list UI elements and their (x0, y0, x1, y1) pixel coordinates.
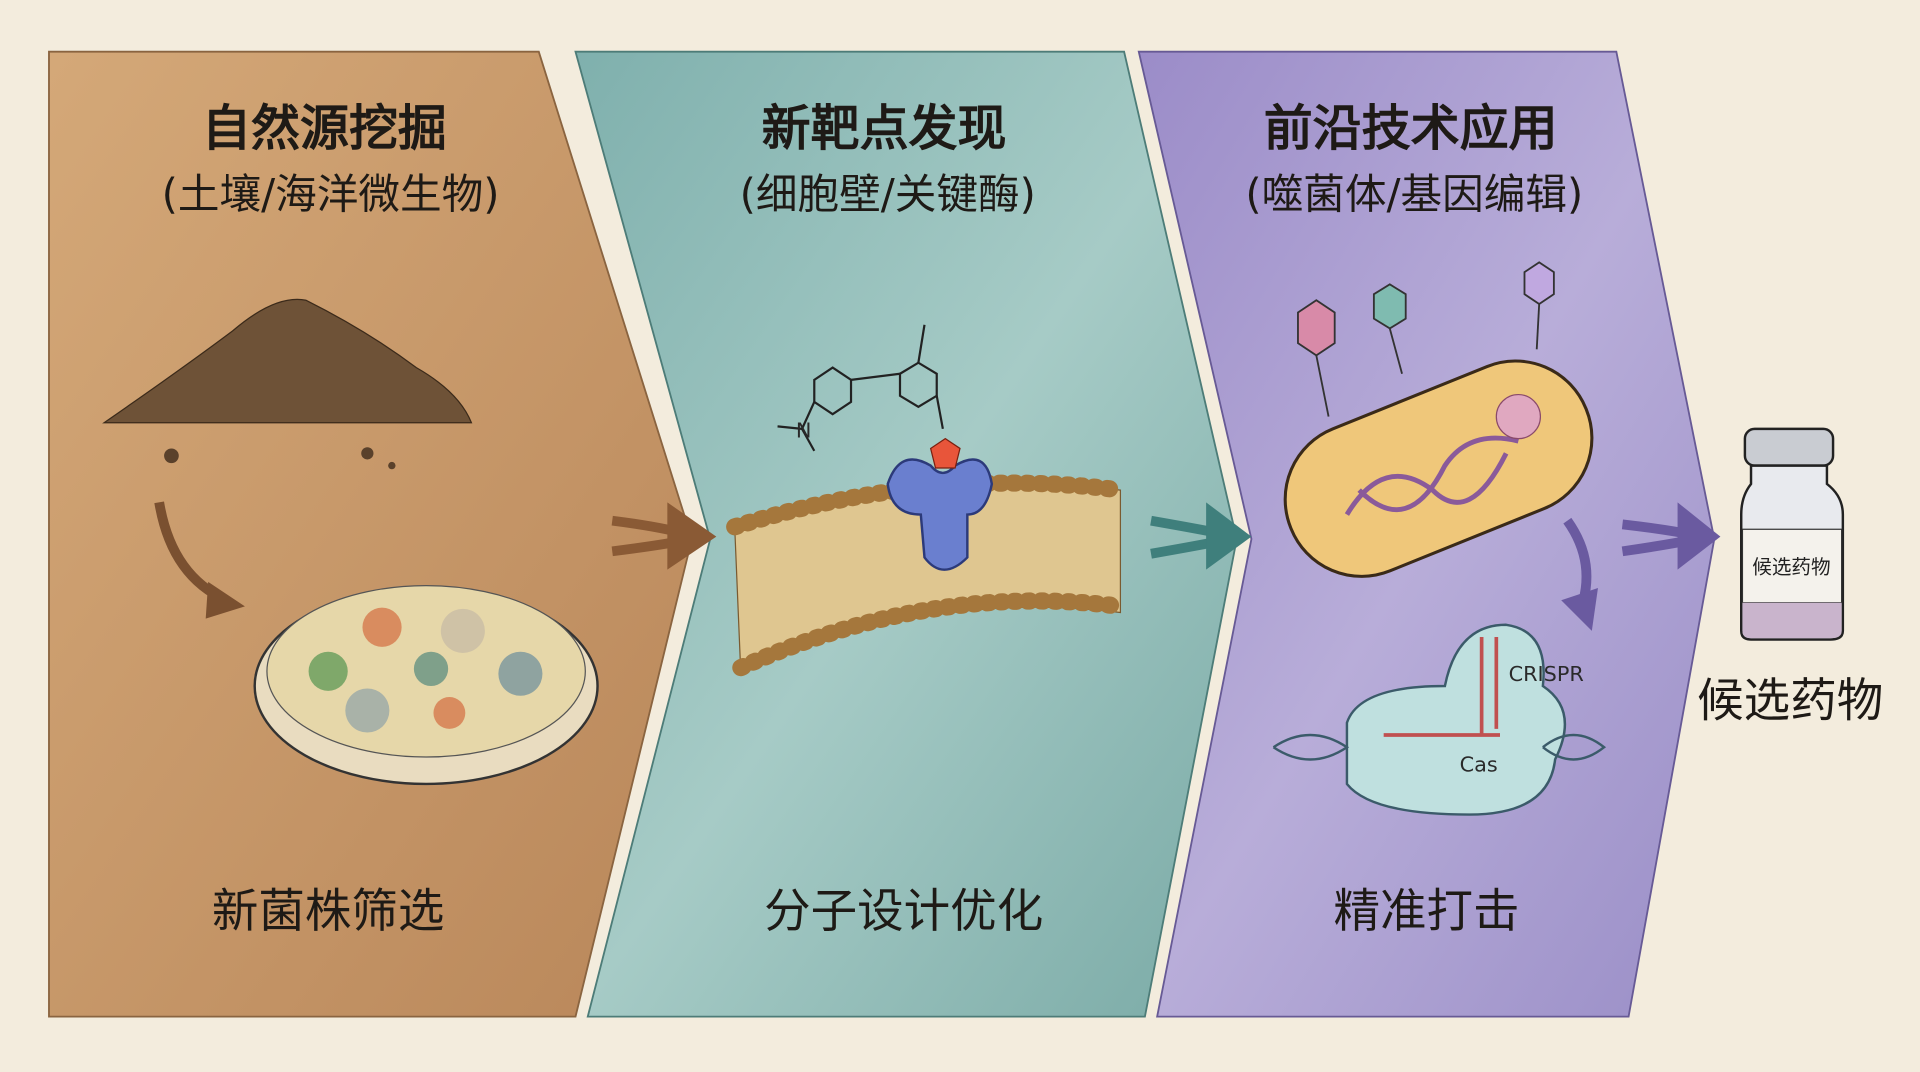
panel-3-subtitle: (噬菌体/基因编辑) (1245, 169, 1583, 218)
flow-arrow-3-icon (1621, 502, 1721, 570)
result-label: 候选药物 (1697, 674, 1883, 728)
panel-1-title: 自然源挖掘 (202, 100, 447, 157)
petri-dish-icon (253, 584, 599, 786)
molecule-structure-icon (777, 324, 944, 452)
down-arrow-head-icon (1561, 588, 1598, 631)
drug-vial-icon (1740, 427, 1845, 641)
cas-label: Cas (1460, 753, 1498, 777)
vial-label: 候选药物 (1752, 555, 1830, 578)
crispr-label: CRISPR (1509, 662, 1584, 686)
panel-2-bottom-label: 分子设计优化 (764, 884, 1043, 938)
crispr-cas-complex-icon (1272, 623, 1607, 816)
panel-natural-sources (48, 50, 693, 1018)
panel-1-bottom-label: 新菌株筛选 (212, 884, 445, 938)
panel-3-bottom-label: 精准打击 (1333, 884, 1519, 938)
molecule-n-label: N (796, 418, 812, 442)
bacteriophage-icons (1297, 261, 1555, 417)
flow-arrow-2-icon (1150, 502, 1252, 570)
panel-2-subtitle: (细胞壁/关键酶) (740, 169, 1036, 218)
target-protein-icon (886, 437, 994, 571)
bacterium-icon (1283, 359, 1594, 578)
panel-3-title: 前沿技术应用 (1264, 100, 1558, 157)
panel-1-subtitle: (土壤/海洋微生物) (162, 169, 500, 218)
flow-arrow-1-icon (611, 502, 717, 570)
panel-2-title: 新靶点发现 (762, 100, 1007, 157)
soil-pile-icon (102, 298, 473, 470)
